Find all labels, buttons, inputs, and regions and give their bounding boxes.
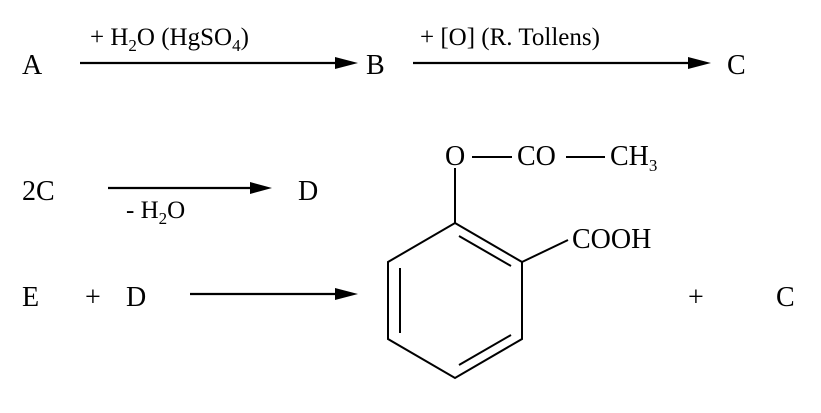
plus-sign-2: + bbox=[688, 282, 704, 313]
dehydration-minus-h: - H bbox=[126, 197, 159, 224]
arrow-dehydration-label: - H2O bbox=[126, 197, 185, 228]
arrow-acetylation-head bbox=[335, 288, 358, 300]
compound-c-byproduct: C bbox=[776, 282, 795, 313]
plus-sign-1: + bbox=[85, 282, 101, 313]
methyl-sub-3: 3 bbox=[649, 156, 658, 175]
hydration-close: ) bbox=[241, 24, 249, 51]
carboxyl-group: COOH bbox=[572, 224, 651, 255]
compound-a: A bbox=[22, 50, 43, 81]
dehydration-sub-2: 2 bbox=[159, 209, 168, 228]
compound-c: C bbox=[727, 50, 746, 81]
compound-2c: 2C bbox=[22, 176, 55, 207]
compound-d-reactant: D bbox=[126, 282, 146, 313]
compound-d: D bbox=[298, 176, 318, 207]
ester-carbonyl: CO bbox=[517, 141, 556, 172]
hydration-o-hgso: O (HgSO bbox=[137, 24, 232, 51]
aspirin-structure: O CO CH3 COOH bbox=[387, 141, 657, 380]
hydration-sub-2: 2 bbox=[128, 36, 137, 55]
ester-oxygen: O bbox=[445, 141, 465, 172]
arrow-hydration-label: + H2O (HgSO4) bbox=[90, 24, 249, 55]
arrow-oxidation-head bbox=[688, 57, 711, 69]
bond-ring-to-carboxyl bbox=[521, 239, 569, 263]
methyl-ch: CH bbox=[610, 141, 649, 172]
benzene-ring bbox=[387, 221, 523, 380]
hydration-sub-4: 4 bbox=[232, 36, 241, 55]
hydration-plus-h: + H bbox=[90, 24, 128, 51]
compound-e: E bbox=[22, 282, 39, 313]
ring-double-bond-1 bbox=[458, 235, 512, 267]
arrow-dehydration-head bbox=[250, 182, 272, 194]
compound-b: B bbox=[366, 50, 385, 81]
arrow-oxidation-label: + [O] (R. Tollens) bbox=[420, 24, 600, 51]
ring-double-bond-3 bbox=[458, 334, 512, 366]
arrow-hydration-head bbox=[335, 57, 358, 69]
methyl-group: CH3 bbox=[610, 141, 657, 175]
dehydration-o: O bbox=[167, 197, 185, 224]
